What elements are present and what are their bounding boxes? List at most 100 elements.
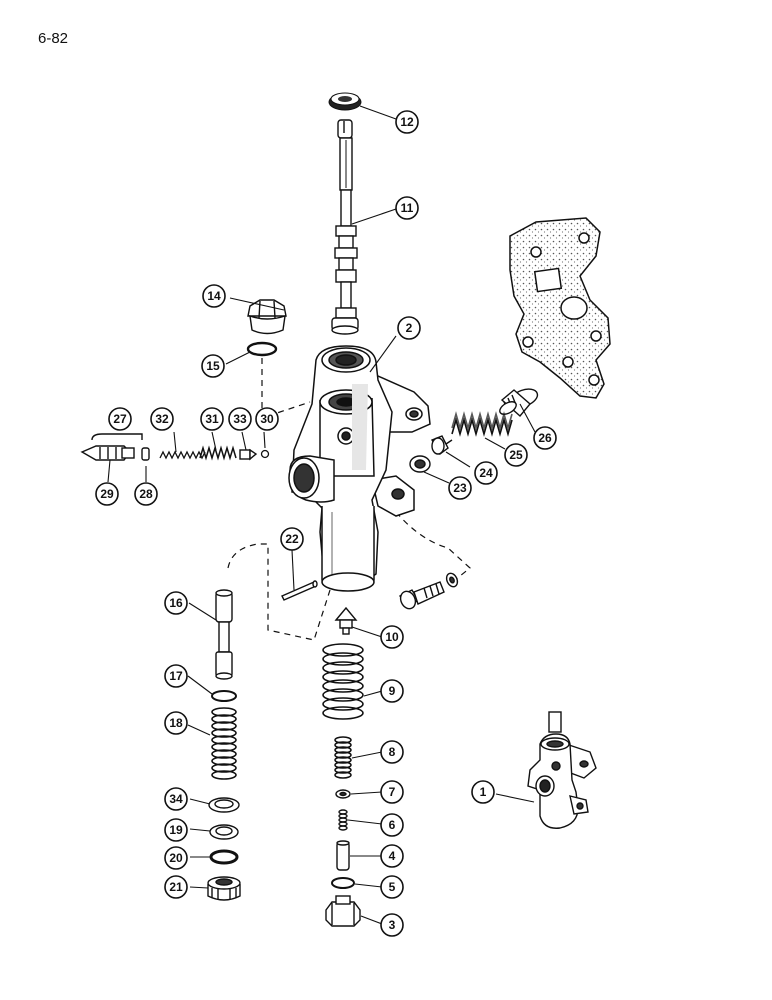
callout-25: 25 <box>504 443 528 467</box>
callout-circle <box>474 461 498 485</box>
part-18-spring <box>211 707 237 780</box>
part-20-o-ring <box>209 849 239 865</box>
callout-3: 3 <box>380 913 404 937</box>
part-21-plug <box>207 876 241 901</box>
callout-circle <box>134 482 158 506</box>
callout-circle <box>380 780 404 804</box>
callout-label: 31 <box>205 412 219 426</box>
callout-label: 22 <box>285 532 299 546</box>
callout-22: 22 <box>280 527 304 551</box>
callout-label: 23 <box>453 481 467 495</box>
callout-circle <box>380 813 404 837</box>
callout-label: 11 <box>401 201 414 215</box>
callout-23: 23 <box>448 476 472 500</box>
part-30-ball <box>260 449 270 459</box>
callout-14: 14 <box>202 284 226 308</box>
callout-label: 14 <box>207 289 221 303</box>
part-9-spring <box>322 643 364 720</box>
callout-11: 11 <box>395 196 419 220</box>
callout-31: 31 <box>200 407 224 431</box>
callout-5: 5 <box>380 875 404 899</box>
callout-label: 1 <box>480 785 487 799</box>
callout-label: 25 <box>509 448 523 462</box>
callout-9: 9 <box>380 679 404 703</box>
callout-1: 1 <box>471 780 495 804</box>
callout-label: 3 <box>389 918 396 932</box>
callout-circle <box>397 316 421 340</box>
part-19-washer <box>209 824 239 840</box>
callout-circle <box>448 476 472 500</box>
callout-18: 18 <box>164 711 188 735</box>
callout-circle <box>164 846 188 870</box>
callout-32: 32 <box>150 407 174 431</box>
callout-label: 32 <box>155 412 169 426</box>
callout-24: 24 <box>474 461 498 485</box>
callout-label: 9 <box>389 684 396 698</box>
callout-circle <box>95 482 119 506</box>
part-28-washer <box>141 447 150 461</box>
callout-circle <box>164 875 188 899</box>
callout-29: 29 <box>95 482 119 506</box>
callout-label: 26 <box>538 431 552 445</box>
part-5-o-ring <box>331 877 355 889</box>
callout-circle <box>380 740 404 764</box>
callout-6: 6 <box>380 813 404 837</box>
callout-circle <box>395 110 419 134</box>
callout-circle <box>380 844 404 868</box>
part-8-spring <box>334 736 352 779</box>
callout-circle <box>164 787 188 811</box>
part-34-washer <box>208 797 240 813</box>
callout-15: 15 <box>201 354 225 378</box>
callout-circle <box>201 354 225 378</box>
callout-circle <box>150 407 174 431</box>
callout-label: 19 <box>169 823 183 837</box>
leader-lines <box>107 105 536 925</box>
callout-circle <box>228 407 252 431</box>
callout-8: 8 <box>380 740 404 764</box>
callout-circle <box>380 625 404 649</box>
callout-circle <box>280 527 304 551</box>
callout-19: 19 <box>164 818 188 842</box>
callout-circle <box>255 407 279 431</box>
callout-circle <box>533 426 557 450</box>
part-31-spring <box>199 445 237 461</box>
callout-16: 16 <box>164 591 188 615</box>
callout-2: 2 <box>397 316 421 340</box>
callout-33: 33 <box>228 407 252 431</box>
part-23-seat <box>409 455 431 473</box>
callout-7: 7 <box>380 780 404 804</box>
part-6-spring <box>338 809 348 831</box>
callout-circle <box>380 679 404 703</box>
part-16-piston <box>215 589 233 680</box>
callout-circle <box>380 913 404 937</box>
part-15-o-ring <box>246 341 278 357</box>
part-24-poppet <box>430 435 453 456</box>
callout-label: 16 <box>169 596 183 610</box>
callout-label: 28 <box>139 487 153 501</box>
callout-circle <box>395 196 419 220</box>
gasket <box>509 217 611 399</box>
callout-label: 7 <box>389 785 396 799</box>
callout-label: 15 <box>206 359 220 373</box>
part-4-pin <box>336 840 350 871</box>
callout-label: 24 <box>479 466 493 480</box>
part-7-washer <box>335 789 351 799</box>
callout-label: 17 <box>169 669 183 683</box>
callout-20: 20 <box>164 846 188 870</box>
callout-circle <box>164 818 188 842</box>
part-11-spool <box>331 119 359 335</box>
callout-circle <box>108 407 132 431</box>
callout-4: 4 <box>380 844 404 868</box>
callout-circle <box>380 875 404 899</box>
callout-label: 33 <box>233 412 247 426</box>
callout-26: 26 <box>533 426 557 450</box>
page-number: 6-82 <box>38 30 69 47</box>
part-2-valve-housing <box>288 345 431 592</box>
part-33-pin <box>239 448 258 461</box>
callout-label: 34 <box>169 792 183 806</box>
callout-circle <box>164 664 188 688</box>
callout-label: 21 <box>169 880 183 894</box>
callout-label: 2 <box>406 321 413 335</box>
part-25-spring <box>451 411 513 437</box>
callout-label: 8 <box>389 745 396 759</box>
